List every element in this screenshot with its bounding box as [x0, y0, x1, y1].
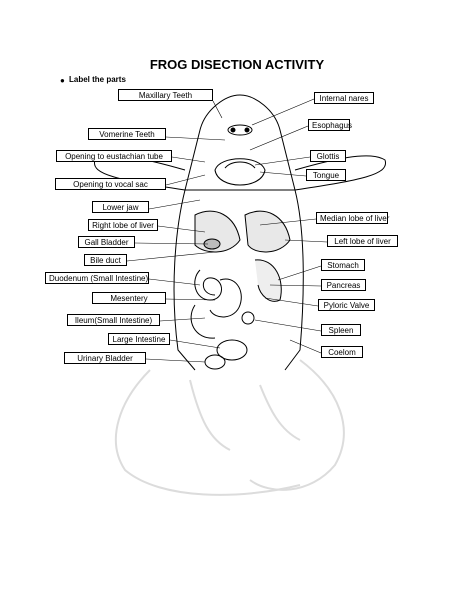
label-stomach: Stomach [321, 259, 365, 271]
head-outline [184, 94, 296, 191]
label-right-liver-lobe: Right lobe of liver [88, 219, 158, 231]
label-coelom: Coelom [321, 346, 363, 358]
left-liver-lobe [244, 210, 291, 253]
label-left-liver-lobe: Left lobe of liver [327, 235, 398, 247]
label-ileum: Ileum(Small Intestine) [67, 314, 160, 326]
urinary-bladder [204, 354, 226, 370]
label-pancreas: Pancreas [321, 279, 366, 291]
tongue [214, 158, 266, 186]
bullet-icon: ● [60, 76, 65, 85]
left-leg-outline [114, 369, 301, 496]
label-large-intestine: Large Intestine [108, 333, 170, 345]
label-lower-jaw: Lower jaw [92, 201, 149, 213]
label-duodenum: Duodenum (Small Intestine) [45, 272, 149, 284]
label-internal-nares: Internal nares [314, 92, 374, 104]
label-mesentery: Mesentery [92, 292, 166, 304]
label-glottis: Glottis [310, 150, 346, 162]
stomach [254, 259, 282, 302]
label-gall-bladder: Gall Bladder [78, 236, 135, 248]
label-bile-duct: Bile duct [84, 254, 127, 266]
label-pyloric-valve: Pyloric Valve [318, 299, 375, 311]
label-esophagus: Esophagus [308, 119, 352, 131]
label-tongue: Tongue [306, 169, 346, 181]
right-leg-outline [249, 359, 345, 491]
internal-nares [227, 124, 253, 136]
spleen [241, 311, 255, 325]
label-spleen: Spleen [321, 324, 361, 336]
page-title: FROG DISECTION ACTIVITY [149, 57, 325, 72]
label-median-liver-lobe: Median lobe of liver [316, 212, 389, 224]
label-urinary-bladder: Urinary Bladder [64, 352, 146, 364]
label-eustachian-tube: Opening to eustachian tube [56, 150, 172, 162]
label-maxillary-teeth: Maxillary Teeth [118, 89, 213, 101]
instruction: ● Label the parts [60, 75, 126, 85]
label-vocal-sac: Opening to vocal sac [55, 178, 166, 190]
small-intestine [194, 269, 222, 301]
label-vomerine-teeth: Vomerine Teeth [88, 128, 166, 140]
large-intestine [216, 339, 248, 361]
instruction-text: Label the parts [69, 75, 126, 84]
body-outline [173, 189, 304, 371]
